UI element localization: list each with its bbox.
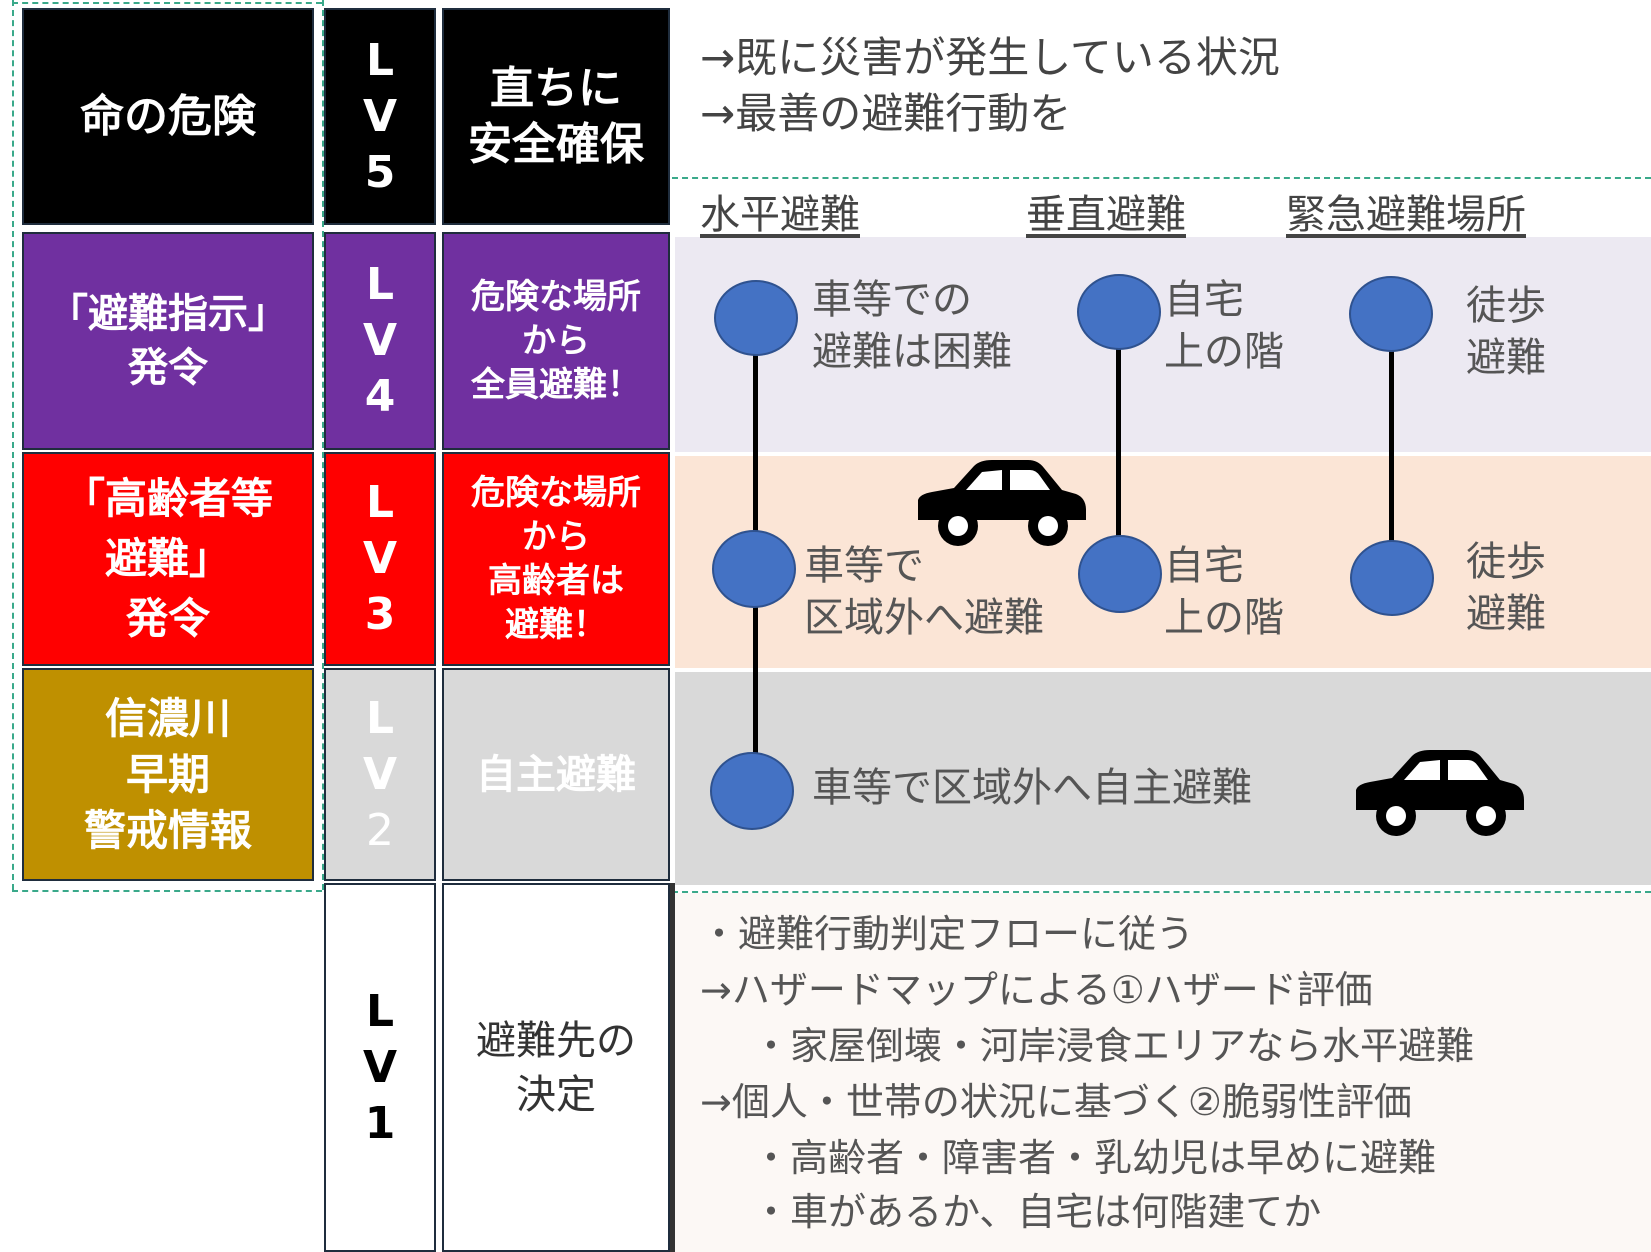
node-lv3-emergency	[1350, 540, 1434, 616]
lv1-separator	[670, 883, 675, 1252]
label-lv3-horizontal: 車等で 区域外へ避難	[804, 543, 1044, 641]
level3-badge: L V 3	[324, 452, 436, 666]
lv1-note: →ハザードマップによる①ハザード評価	[700, 968, 1373, 1012]
lv-letter: V	[362, 748, 398, 800]
label-lv4-horizontal: 車等での 避難は困難	[812, 277, 1012, 375]
band-lv3	[675, 456, 1651, 668]
level4-label: 「避難指示」 発令	[22, 232, 314, 450]
level5-badge: L V 5	[324, 8, 436, 225]
label-lv3-emergency: 徒歩 避難	[1466, 539, 1546, 637]
band-lv1	[675, 893, 1651, 1252]
situation-line-2: →最善の避難行動を	[700, 89, 1072, 138]
level4-badge: L V 4	[324, 232, 436, 450]
vertical-connector	[1116, 312, 1121, 572]
level1-badge: L V 1	[324, 883, 436, 1252]
header-horizontal-evacuation: 水平避難	[700, 192, 860, 238]
node-lv3-vertical	[1078, 535, 1162, 613]
level3-label: 「高齢者等 避難」 発令	[22, 452, 314, 666]
dashed-guide	[12, 2, 322, 4]
level2-label: 信濃川 早期 警戒情報	[22, 668, 314, 881]
lv-number: 1	[364, 1097, 396, 1149]
dashed-guide	[672, 177, 1651, 179]
header-vertical-evacuation: 垂直避難	[1026, 192, 1186, 238]
car-icon	[1356, 750, 1524, 836]
lv-letter: L	[365, 985, 395, 1037]
lv-letter: V	[362, 315, 398, 366]
dashed-guide	[12, 890, 322, 892]
node-lv2-horizontal	[710, 752, 794, 830]
lv1-note: →個人・世帯の状況に基づく②脆弱性評価	[700, 1080, 1412, 1124]
lv1-note: ・避難行動判定フローに従う	[700, 912, 1195, 956]
lv-letter: L	[365, 692, 395, 744]
lv-number: 2	[366, 804, 394, 856]
dashed-guide	[12, 0, 14, 890]
label-lv2-horizontal: 車等で区域外へ自主避難	[812, 765, 1252, 811]
level1-action: 避難先の 決定	[442, 883, 670, 1252]
level5-action: 直ちに 安全確保	[442, 8, 670, 225]
label-lv3-vertical: 自宅 上の階	[1164, 543, 1284, 641]
node-lv4-horizontal	[714, 280, 798, 356]
level2-badge: L V 2	[324, 668, 436, 881]
car-icon	[918, 460, 1086, 546]
dashed-guide	[322, 0, 324, 890]
lv-number: 3	[364, 589, 396, 640]
lv1-note: ・車があるか、自宅は何階建てか	[752, 1190, 1322, 1234]
node-lv4-vertical	[1077, 274, 1161, 350]
emergency-connector	[1389, 312, 1394, 574]
lv1-note: ・家屋倒壊・河岸浸食エリアなら水平避難	[752, 1024, 1475, 1068]
lv-letter: L	[365, 259, 395, 310]
lv-letter: V	[362, 90, 398, 142]
level3-action: 危険な場所 から 高齢者は 避難！	[442, 452, 670, 666]
lv-letter: L	[365, 34, 395, 86]
level2-action: 自主避難	[442, 668, 670, 881]
band-lv4	[675, 237, 1651, 452]
lv-number: 5	[364, 146, 396, 198]
lv-number: 4	[364, 371, 396, 422]
lv-letter: V	[362, 1041, 398, 1093]
situation-line-1: →既に災害が発生している状況	[700, 33, 1280, 82]
node-lv4-emergency	[1349, 276, 1433, 352]
lv1-note: ・高齢者・障害者・乳幼児は早めに避難	[752, 1136, 1437, 1180]
lv-letter: L	[365, 477, 395, 528]
dashed-guide	[672, 891, 1651, 893]
level5-label: 命の危険	[22, 8, 314, 225]
label-lv4-vertical: 自宅 上の階	[1164, 277, 1284, 375]
lv-letter: V	[362, 533, 398, 584]
header-emergency-shelter: 緊急避難場所	[1286, 192, 1526, 238]
node-lv3-horizontal	[712, 530, 796, 608]
label-lv4-emergency: 徒歩 避難	[1466, 283, 1546, 381]
level4-action: 危険な場所 から 全員避難！	[442, 232, 670, 450]
